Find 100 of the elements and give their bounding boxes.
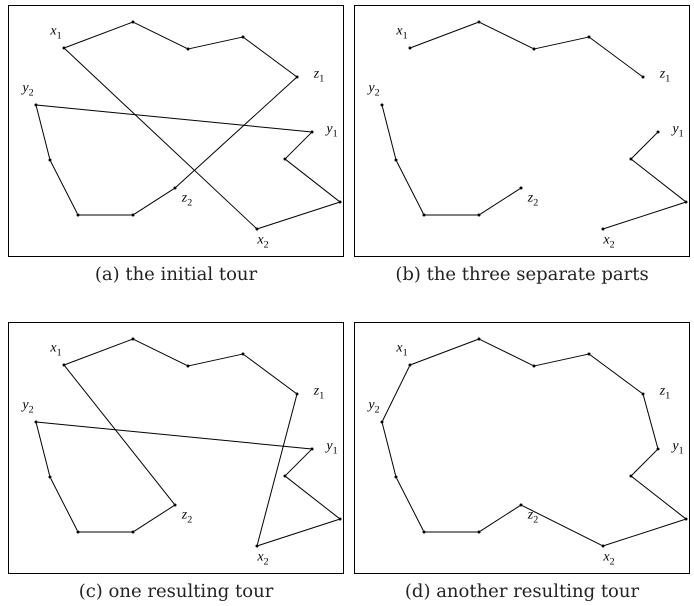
point-marker	[532, 364, 536, 368]
point-marker	[174, 504, 176, 506]
tour-edge	[258, 202, 340, 230]
point-marker	[132, 338, 134, 340]
tour-edge	[396, 160, 424, 214]
point-marker	[284, 474, 286, 478]
point-marker	[380, 420, 384, 424]
point-label: y$_{2}$	[368, 398, 380, 418]
point-marker	[588, 36, 590, 38]
point-label: x$_{2}$	[257, 550, 269, 570]
tour-edge	[480, 188, 520, 215]
tour-edge	[382, 422, 396, 476]
tour-edge	[64, 366, 175, 504]
point-label: z$_{1}$	[660, 68, 670, 86]
point-label: x$_{1}$	[50, 24, 62, 44]
point-marker	[76, 214, 80, 216]
tour-edge	[37, 104, 311, 132]
tour-edge	[632, 450, 658, 476]
tour-edge	[134, 22, 188, 49]
point-marker	[520, 504, 522, 506]
tour-edge	[410, 22, 478, 48]
tour-edge	[382, 366, 410, 422]
point-marker	[478, 20, 480, 24]
point-label: y$_{2}$	[22, 398, 34, 418]
point-marker	[132, 20, 134, 24]
point-marker	[256, 228, 258, 230]
point-marker	[338, 518, 342, 520]
tour-edge	[396, 478, 424, 532]
point-label: y$_{1}$	[672, 440, 684, 458]
tour-edge	[176, 78, 296, 188]
tour-edge	[134, 339, 188, 366]
tour-edge	[37, 422, 311, 450]
point-label: z$_{2}$	[528, 192, 538, 210]
point-marker	[478, 338, 480, 340]
point-marker	[296, 76, 298, 78]
tour-edge	[590, 354, 642, 394]
point-marker	[630, 158, 632, 160]
tour-edge	[244, 37, 296, 77]
tour-edge	[642, 394, 658, 448]
point-marker	[380, 104, 384, 106]
point-marker	[132, 530, 134, 534]
tour-edge	[480, 339, 534, 366]
tour-edge	[382, 106, 396, 160]
point-label: x$_{1}$	[50, 342, 62, 360]
point-marker	[76, 530, 80, 534]
tour-edge	[480, 22, 534, 49]
point-label: x$_{2}$	[257, 234, 269, 252]
point-marker	[310, 130, 314, 134]
point-marker	[284, 158, 286, 160]
tour-edge	[134, 188, 174, 215]
tour-edge	[286, 159, 340, 202]
point-marker	[656, 130, 660, 134]
point-marker	[478, 214, 480, 216]
point-label: z$_{2}$	[182, 508, 192, 528]
point-marker	[630, 474, 632, 478]
point-marker	[602, 228, 604, 230]
point-marker	[422, 214, 426, 216]
point-marker	[656, 448, 660, 450]
point-label: x$_{2}$	[603, 550, 615, 570]
point-label: z$_{2}$	[528, 508, 538, 528]
tour-edge	[534, 354, 588, 366]
point-label: x$_{2}$	[603, 234, 615, 252]
tour-edge	[64, 22, 132, 48]
point-marker	[338, 200, 342, 204]
point-marker	[394, 476, 398, 478]
point-marker	[296, 392, 298, 396]
point-label: y$_{1}$	[326, 122, 338, 142]
tour-edge	[410, 339, 478, 365]
point-label: y$_{1}$	[672, 122, 684, 142]
tour-edge	[188, 354, 242, 366]
tour-edge	[244, 354, 296, 394]
tour-edge	[522, 505, 602, 546]
point-marker	[408, 46, 412, 50]
point-marker	[642, 392, 644, 396]
point-marker	[394, 158, 398, 162]
point-marker	[62, 364, 66, 366]
tour-edge	[258, 518, 340, 546]
point-marker	[422, 530, 426, 534]
panel-caption: (b) the three separate parts	[395, 264, 649, 285]
point-marker	[62, 46, 66, 50]
point-label: z$_{1}$	[660, 384, 670, 404]
point-marker	[478, 530, 480, 534]
point-marker	[310, 448, 314, 450]
panel-caption: (c) one resulting tour	[78, 581, 274, 602]
point-marker	[602, 544, 604, 548]
tour-edge	[36, 422, 50, 476]
point-marker	[186, 364, 190, 368]
point-marker	[186, 48, 190, 50]
tour-edge	[64, 339, 132, 365]
tour-edge	[286, 450, 312, 476]
tour-edge	[50, 160, 78, 214]
point-label: y$_{1}$	[326, 440, 338, 458]
point-marker	[34, 104, 38, 106]
tour-edge	[286, 132, 312, 158]
tour-edge	[256, 394, 298, 546]
point-marker	[520, 186, 522, 190]
tour-edge	[50, 478, 78, 532]
point-marker	[642, 76, 644, 78]
point-marker	[684, 200, 688, 204]
point-label: y$_{2}$	[22, 82, 34, 100]
